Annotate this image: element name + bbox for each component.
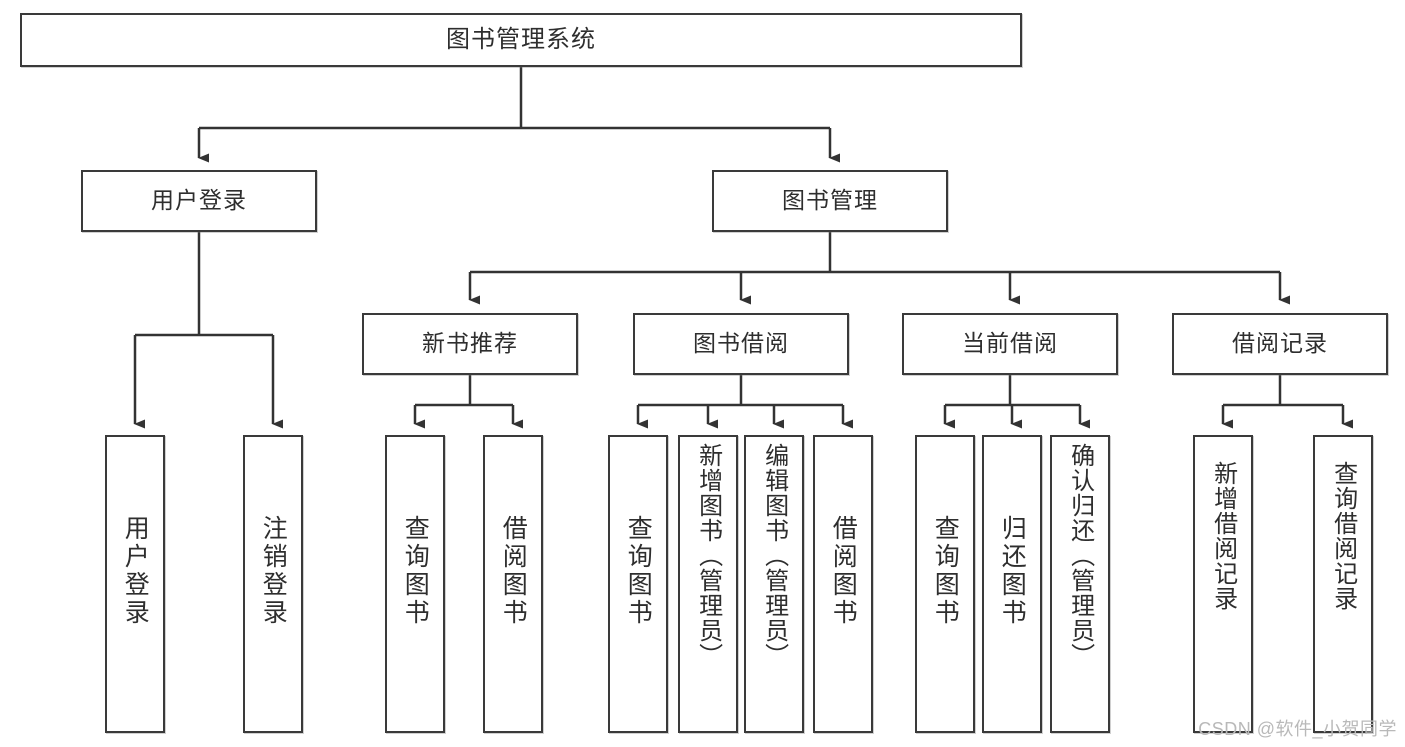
leaf-add-book[interactable]: 新增图书（管理员） (678, 435, 738, 733)
node-label: 新增借阅记录 (1209, 461, 1237, 611)
leaf-add-borrow-record[interactable]: 新增借阅记录 (1193, 435, 1253, 733)
leaf-return-book[interactable]: 归还图书 (982, 435, 1042, 733)
leaf-query-book-borrow[interactable]: 查询图书 (608, 435, 668, 733)
node-label: 查询图书 (401, 515, 430, 627)
node-label: 新增图书（管理员） (694, 443, 722, 668)
leaf-query-borrow-record[interactable]: 查询借阅记录 (1313, 435, 1373, 733)
leaf-borrow-book[interactable]: 借阅图书 (813, 435, 873, 733)
node-label: 借阅记录 (1232, 330, 1328, 357)
node-label: 当前借阅 (962, 330, 1058, 357)
node-root-system[interactable]: 图书管理系统 (20, 13, 1022, 67)
node-book-manage[interactable]: 图书管理 (712, 170, 948, 232)
leaf-borrow-book-recommend[interactable]: 借阅图书 (483, 435, 543, 733)
node-label: 注销登录 (259, 515, 288, 627)
node-label: 图书管理 (782, 187, 878, 214)
node-label: 图书借阅 (693, 330, 789, 357)
leaf-user-logout[interactable]: 注销登录 (243, 435, 303, 733)
node-label: 确认归还（管理员） (1066, 443, 1094, 668)
leaf-query-book-current[interactable]: 查询图书 (915, 435, 975, 733)
node-new-book-recommend[interactable]: 新书推荐 (362, 313, 578, 375)
node-label: 查询图书 (931, 515, 960, 627)
node-label: 查询借阅记录 (1329, 461, 1357, 611)
node-label: 用户登录 (151, 187, 247, 214)
leaf-confirm-return[interactable]: 确认归还（管理员） (1050, 435, 1110, 733)
csdn-watermark: CSDN @软件_小贺同学 (1198, 719, 1397, 739)
node-label: 用户登录 (121, 515, 150, 627)
leaf-query-book-recommend[interactable]: 查询图书 (385, 435, 445, 733)
node-user-login[interactable]: 用户登录 (81, 170, 317, 232)
leaf-edit-book[interactable]: 编辑图书（管理员） (744, 435, 804, 733)
node-label: 借阅图书 (829, 515, 858, 627)
node-label: 编辑图书（管理员） (760, 443, 788, 668)
node-label: 借阅图书 (499, 515, 528, 627)
node-label: 图书管理系统 (446, 25, 596, 53)
node-book-borrow[interactable]: 图书借阅 (633, 313, 849, 375)
node-label: 归还图书 (998, 515, 1027, 627)
node-borrow-record[interactable]: 借阅记录 (1172, 313, 1388, 375)
node-label: 查询图书 (624, 515, 653, 627)
leaf-user-login[interactable]: 用户登录 (105, 435, 165, 733)
node-label: 新书推荐 (422, 330, 518, 357)
node-current-borrow[interactable]: 当前借阅 (902, 313, 1118, 375)
